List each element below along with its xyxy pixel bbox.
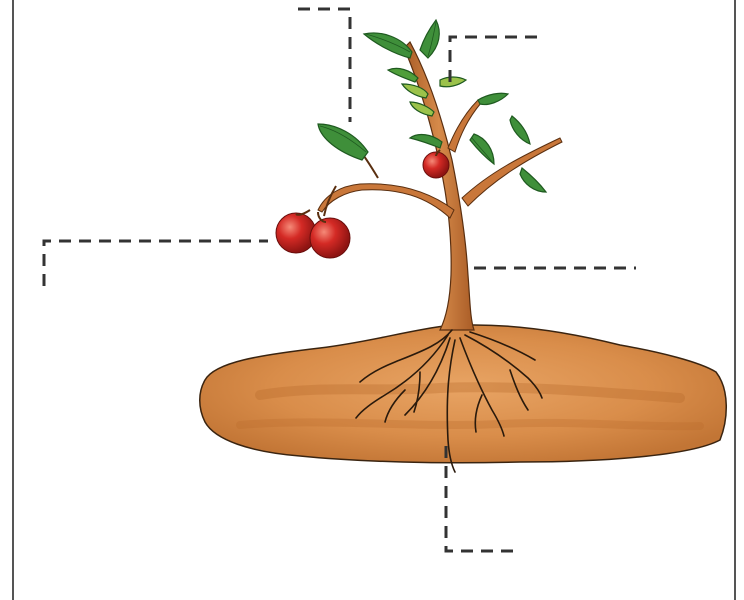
leaf [478, 93, 508, 104]
leaf [420, 20, 439, 58]
fruit [276, 213, 316, 253]
fruit [310, 218, 350, 258]
leaf [520, 168, 546, 192]
leader-line-leaf [298, 9, 350, 122]
branch-left [318, 184, 454, 218]
leaf [364, 33, 412, 58]
leader-line-fruit [44, 241, 268, 286]
leaf [510, 116, 530, 144]
leaf [318, 124, 368, 160]
fruits [276, 150, 449, 258]
leader-line-branch [450, 37, 537, 82]
leaf [440, 77, 466, 87]
soil-shading-2 [240, 422, 700, 426]
